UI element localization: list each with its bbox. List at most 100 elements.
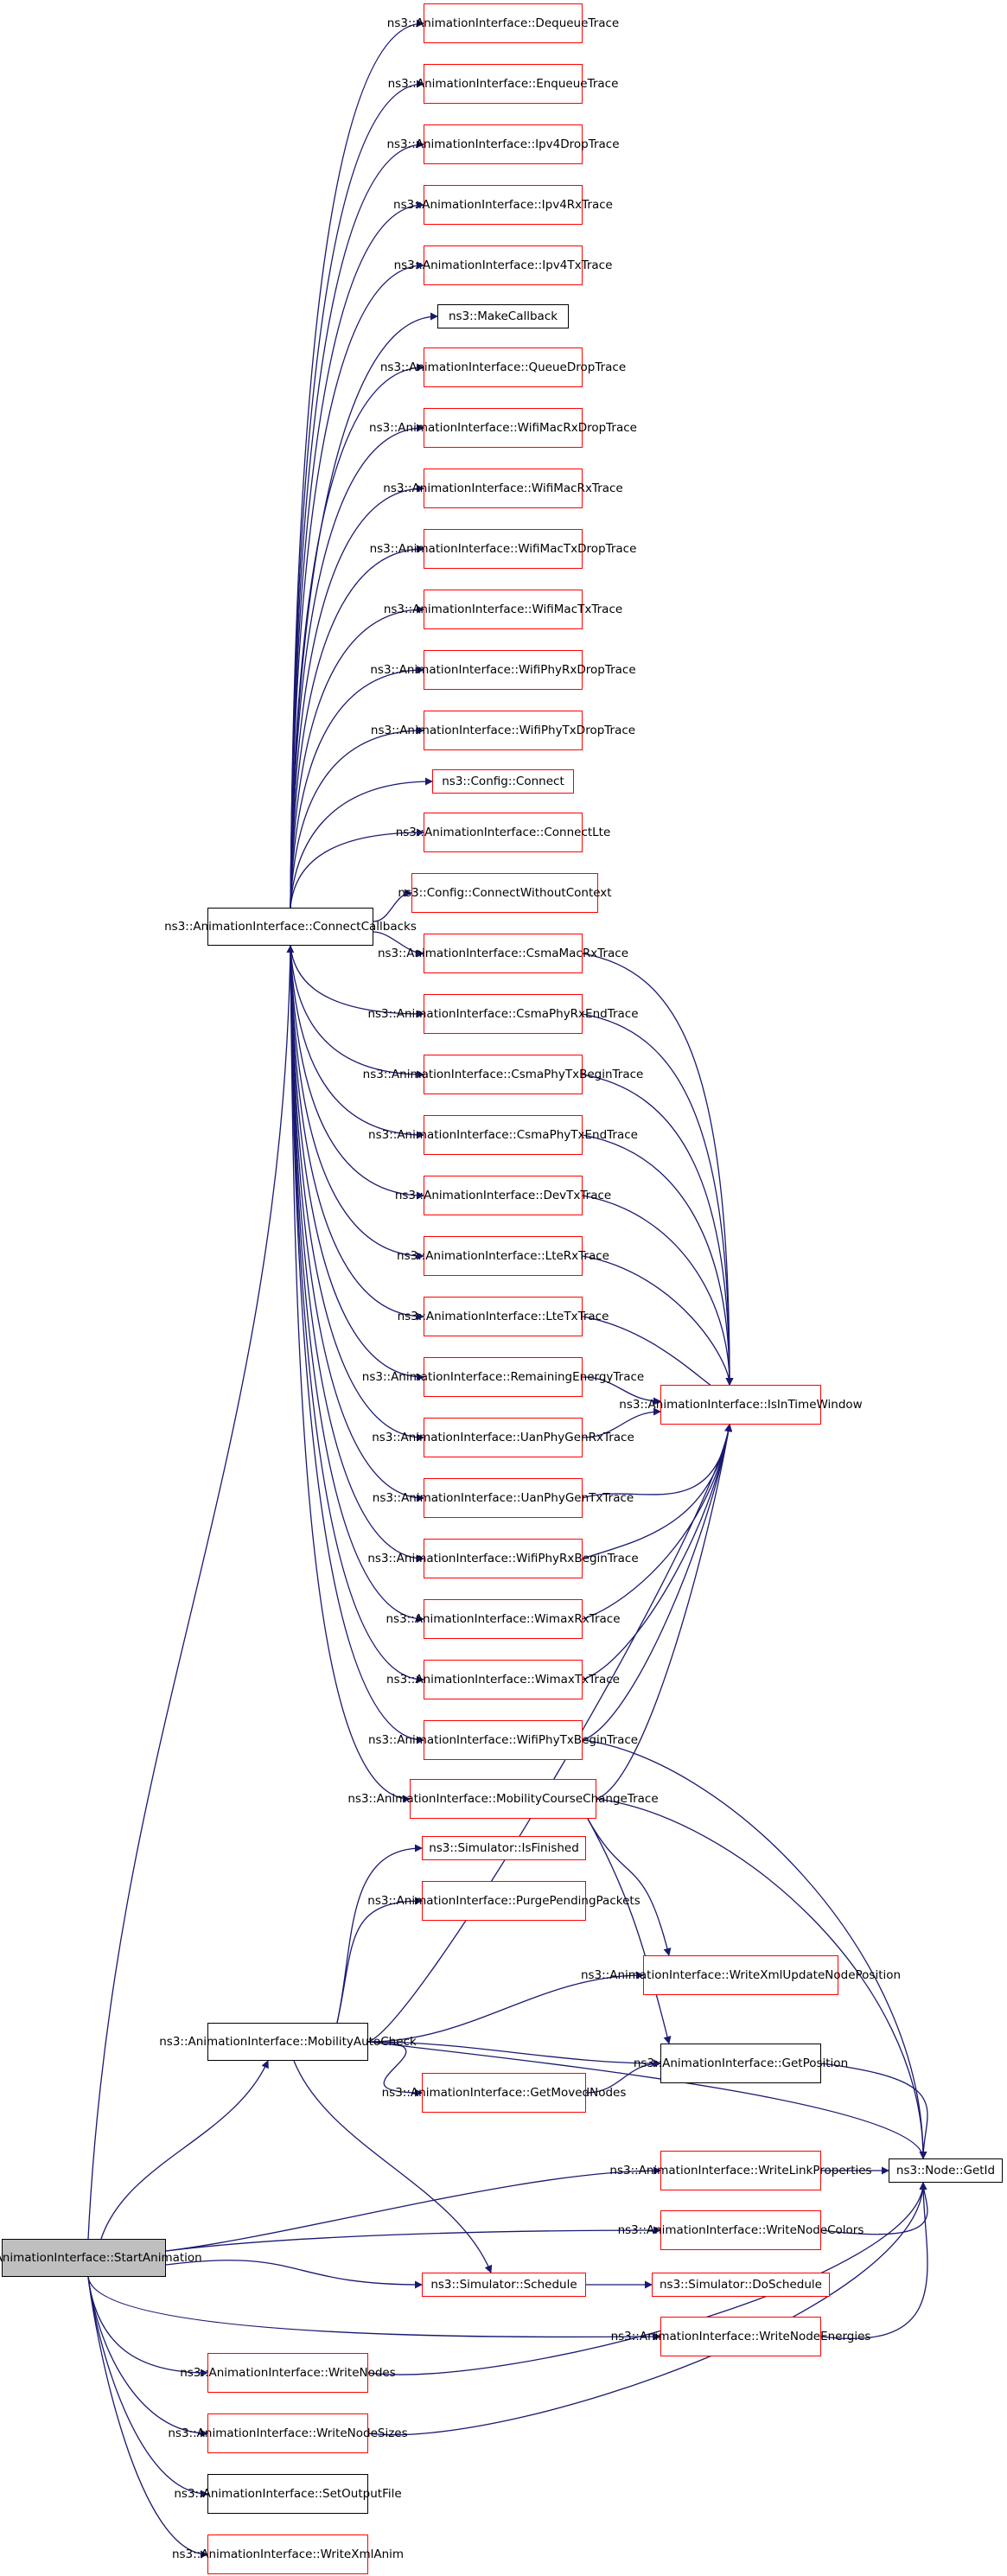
graph-node-label-line: ns3::AnimationInterface <box>171 2547 313 2561</box>
call-edge-connect-callbacks-to-wifimactxdrop <box>290 545 424 909</box>
graph-node-isintimewindow[interactable]: ns3::AnimationInterface::IsInTimeWindow <box>619 1385 863 1425</box>
graph-node-label-line: ::WriteNodeEnergies <box>751 2329 871 2343</box>
call-edge-start-to-writenodes <box>87 2276 208 2377</box>
graph-node-lterx[interactable]: ns3::AnimationInterface::LteRxTrace <box>397 1236 609 1276</box>
call-edge-mobility-auto-check-to-getmovednodes <box>367 2041 423 2097</box>
graph-node-remainingenergy[interactable]: ns3::AnimationInterface::RemainingEnergy… <box>362 1357 644 1397</box>
graph-node-label-line: Context <box>565 885 612 900</box>
graph-node-makecallback[interactable]: ns3::MakeCallback <box>437 304 569 328</box>
graph-node-wimaxtx[interactable]: ns3::AnimationInterface::WimaxTxTrace <box>386 1660 620 1699</box>
graph-node-label-line: ns3::AnimationInterface <box>617 2222 759 2237</box>
graph-node-writexmlanim[interactable]: ns3::AnimationInterface::WriteXmlAnim <box>172 2535 404 2574</box>
graph-node-wimaxrx[interactable]: ns3::AnimationInterface::WimaxRxTrace <box>386 1599 621 1639</box>
graph-node-wifimacrx[interactable]: ns3::AnimationInterface::WifiMacRxTrace <box>383 469 623 508</box>
call-edge-connect-callbacks-to-wifiphytxdrop <box>290 726 424 909</box>
graph-node-label-line: ::SetOutputFile <box>314 2486 402 2501</box>
graph-node-label-line: ::WriteLinkProperties <box>749 2163 872 2177</box>
graph-node-label-line: ::UanPhyGenRxTrace <box>512 1430 634 1444</box>
graph-node-purgepending[interactable]: ns3::AnimationInterface::PurgePendingPac… <box>367 1881 641 1921</box>
graph-node-uanphygenrx[interactable]: ns3::AnimationInterface::UanPhyGenRxTrac… <box>372 1418 634 1457</box>
graph-node-csmaphytxend[interactable]: ns3::AnimationInterface::CsmaPhyTxEndTra… <box>368 1115 638 1155</box>
graph-node-label-line: ::MobilityCourseChangeTrace <box>488 1791 659 1806</box>
graph-node-label-line: ::CsmaPhyTxBeginTrace <box>503 1067 644 1081</box>
graph-node-csmaphyrxend[interactable]: ns3::AnimationInterface::CsmaPhyRxEndTra… <box>367 994 639 1034</box>
graph-node-label-line: ::Ipv4RxTrace <box>533 197 613 212</box>
graph-node-writenodecolors[interactable]: ns3::AnimationInterface::WriteNodeColors <box>618 2210 864 2250</box>
graph-node-wifiphyrxbegin[interactable]: ns3::AnimationInterface::WifiPhyRxBeginT… <box>367 1539 639 1578</box>
graph-node-wifiphytxbegin[interactable]: ns3::AnimationInterface::WifiPhyTxBeginT… <box>368 1720 638 1760</box>
graph-node-writexmlupdate[interactable]: ns3::AnimationInterface::WriteXmlUpdateN… <box>581 1955 901 1995</box>
graph-node-start[interactable]: ns3::AnimationInterface::StartAnimation <box>0 2239 202 2277</box>
graph-node-setoutputfile[interactable]: ns3::AnimationInterface::SetOutputFile <box>174 2474 402 2514</box>
graph-node-label-line: ns3::AnimationInterface <box>367 1006 509 1021</box>
graph-node-wifiphytxdrop[interactable]: ns3::AnimationInterface::WifiPhyTxDropTr… <box>371 711 635 750</box>
graph-node-label-line: ns3::AnimationInterface <box>362 1067 504 1081</box>
graph-node-label-line: ::QueueDropTrace <box>520 360 627 374</box>
graph-node-label-line: ns3::AnimationInterface <box>610 2329 752 2343</box>
graph-node-getposition[interactable]: ns3::AnimationInterface::GetPosition <box>634 2044 848 2083</box>
graph-node-wifimacrxdrop[interactable]: ns3::AnimationInterface::WifiMacRxDropTr… <box>369 408 637 448</box>
call-edge-connect-callbacks-to-csmaphyrxend <box>290 945 424 1018</box>
graph-node-label-line: ns3::AnimationInterface <box>386 16 528 30</box>
graph-node-csmamacrx[interactable]: ns3::AnimationInterface::CsmaMacRxTrace <box>378 934 628 973</box>
graph-node-connectlte[interactable]: ns3::AnimationInterface::ConnectLte <box>396 813 610 852</box>
graph-node-label-line: ::WriteXmlAnim <box>312 2547 405 2561</box>
call-edge-connect-callbacks-to-csmaphytxbegin <box>290 945 424 1079</box>
graph-node-queuedrop[interactable]: ns3::AnimationInterface::QueueDropTrace <box>380 348 626 387</box>
graph-node-getmovednodes[interactable]: ns3::AnimationInterface::GetMovedNodes <box>382 2073 626 2113</box>
graph-node-label-line: ::WimaxTxTrace <box>526 1672 620 1687</box>
graph-node-label-line: ns3::AnimationInterface <box>580 1967 722 1982</box>
graph-node-label-line: ns3::AnimationInterface <box>386 137 528 151</box>
graph-node-csmaphytxbegin[interactable]: ns3::AnimationInterface::CsmaPhyTxBeginT… <box>363 1055 643 1094</box>
graph-node-label-line: ns3::AnimationInterface <box>383 481 524 495</box>
call-edge-wifiphytxbegin-to-node-getid <box>582 1739 927 2159</box>
graph-node-writelinkprops[interactable]: ns3::AnimationInterface::WriteLinkProper… <box>609 2151 872 2190</box>
graph-node-wifiphyrxdrop[interactable]: ns3::AnimationInterface::WifiPhyRxDropTr… <box>370 650 636 690</box>
graph-node-ltetx[interactable]: ns3::AnimationInterface::LteTxTrace <box>398 1297 609 1336</box>
graph-node-node-getid[interactable]: ns3::Node::GetId <box>889 2158 1003 2183</box>
graph-node-label-line: ns3::AnimationInterface <box>347 1791 488 1806</box>
call-edge-remainingenergy-to-isintimewindow <box>582 1376 661 1406</box>
graph-node-label-line: ::WriteNodeColors <box>758 2222 864 2237</box>
graph-node-label-line: ::GetMovedNodes <box>522 2085 627 2100</box>
graph-node-enqueue[interactable]: ns3::AnimationInterface::EnqueueTrace <box>388 64 618 104</box>
graph-node-writenodeenergies[interactable]: ns3::AnimationInterface::WriteNodeEnergi… <box>611 2317 870 2356</box>
graph-node-uanphygentx[interactable]: ns3::AnimationInterface::UanPhyGenTxTrac… <box>373 1478 634 1518</box>
graph-node-ipv4tx[interactable]: ns3::AnimationInterface::Ipv4TxTrace <box>394 245 612 285</box>
graph-node-label-line: ::WifiMacRxDropTrace <box>509 420 637 435</box>
graph-node-writenodesizes[interactable]: ns3::AnimationInterface::WriteNodeSizes <box>168 2413 408 2453</box>
graph-node-label-line: ::StartAnimation <box>105 2250 202 2265</box>
call-edge-lterx-to-isintimewindow <box>582 1255 734 1386</box>
graph-node-devtx[interactable]: ns3::AnimationInterface::DevTxTrace <box>395 1176 611 1215</box>
graph-node-label-line: ::WimaxRxTrace <box>526 1611 621 1626</box>
graph-node-label-line: ns3::AnimationInterface <box>370 662 511 677</box>
graph-node-mobility-auto-check[interactable]: ns3::AnimationInterface::MobilityAutoChe… <box>159 2023 417 2061</box>
graph-node-wifimactxdrop[interactable]: ns3::AnimationInterface::WifiMacTxDropTr… <box>370 529 636 569</box>
graph-node-mobilitycourse[interactable]: ns3::AnimationInterface::MobilityCourseC… <box>347 1779 659 1819</box>
graph-node-ipv4rx[interactable]: ns3::AnimationInterface::Ipv4RxTrace <box>393 185 613 225</box>
call-edge-writenodeenergies-to-node-getid <box>820 2182 928 2339</box>
graph-node-sim-doschedule[interactable]: ns3::Simulator::DoSchedule <box>652 2273 830 2297</box>
call-edge-csmamacrx-to-isintimewindow <box>582 953 734 1386</box>
call-edge-wimaxtx-to-isintimewindow <box>582 1424 733 1680</box>
graph-node-label-line: ::IsInTimeWindow <box>759 1397 863 1412</box>
call-edge-start-to-writelinkprops <box>165 2166 661 2252</box>
graph-node-sim-schedule[interactable]: ns3::Simulator::Schedule <box>422 2273 586 2297</box>
graph-node-label-line: ::UanPhyGenTxTrace <box>513 1490 634 1505</box>
graph-node-label-line: ::WriteNodes <box>320 2365 396 2380</box>
graph-node-label-line: ns3::AnimationInterface <box>372 1430 513 1444</box>
graph-node-ipv4drop[interactable]: ns3::AnimationInterface::Ipv4DropTrace <box>386 124 620 164</box>
call-edge-start-to-connect-callbacks <box>87 945 295 2240</box>
call-edge-mobility-auto-check-to-getposition <box>367 2041 661 2068</box>
call-edge-connect-callbacks-to-csmamacrx <box>373 931 424 958</box>
call-edge-start-to-mobility-auto-check <box>100 2060 269 2240</box>
graph-node-wifimactx[interactable]: ns3::AnimationInterface::WifiMacTxTrace <box>384 590 622 629</box>
call-edge-start-to-writenodecolors <box>165 2226 661 2252</box>
call-edge-connect-callbacks-to-csmaphytxend <box>290 945 424 1139</box>
graph-node-writenodes[interactable]: ns3::AnimationInterface::WriteNodes <box>180 2353 396 2393</box>
graph-node-dequeue[interactable]: ns3::AnimationInterface::DequeueTrace <box>387 3 619 43</box>
graph-node-config-connect[interactable]: ns3::Config::Connect <box>432 769 574 794</box>
graph-node-connect-callbacks[interactable]: ns3::AnimationInterface::ConnectCallback… <box>164 908 417 946</box>
graph-node-sim-isfinished[interactable]: ns3::Simulator::IsFinished <box>422 1836 586 1860</box>
